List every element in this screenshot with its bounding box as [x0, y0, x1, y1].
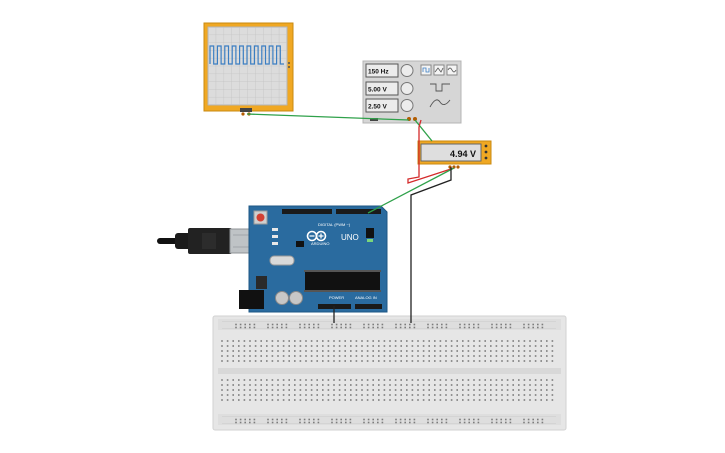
offset-knob[interactable]: [400, 99, 414, 112]
frequency-knob[interactable]: [400, 64, 414, 77]
capacitor-1: [275, 291, 289, 305]
square-wave-preview-icon: [430, 83, 450, 92]
frequency-display[interactable]: [365, 63, 399, 78]
digital-header-left: [282, 209, 332, 214]
capacitor-2: [289, 291, 303, 305]
wire-red[interactable]: [407, 119, 455, 184]
multimeter[interactable]: 4.94 V: [417, 140, 492, 169]
voltage-regulator: [256, 276, 267, 289]
function-generator-terminal-negative[interactable]: [413, 117, 417, 121]
usb-cable: [157, 228, 265, 254]
analog-header: [355, 304, 382, 309]
wire-green-arduino[interactable]: [367, 167, 455, 214]
oscilloscope-waveform: [209, 45, 284, 65]
led-tx: [272, 235, 278, 238]
arduino-brand-text: ARDUINO: [311, 241, 329, 246]
amplitude-value: 5.00 V: [368, 87, 387, 94]
wire-black-meter[interactable]: [410, 167, 452, 323]
offset-value: 2.50 V: [368, 104, 387, 111]
analog-header-label: ANALOG IN: [355, 295, 377, 300]
arduino-uno-board[interactable]: DIGITAL (PWM ~) ARDUINO UNO: [157, 205, 388, 313]
reset-button[interactable]: [256, 213, 265, 222]
oscilloscope[interactable]: [203, 22, 294, 116]
power-jack: [239, 290, 264, 309]
amplitude-display[interactable]: [365, 81, 399, 96]
multimeter-terminal-a[interactable]: [456, 165, 460, 169]
breadboard[interactable]: [212, 315, 567, 431]
sine-wave-preview-icon: [429, 99, 451, 108]
amplitude-knob[interactable]: [400, 82, 414, 95]
frequency-value: 150 Hz: [368, 69, 389, 76]
offset-display[interactable]: [365, 98, 399, 113]
wires: [246, 113, 455, 323]
arduino-logo-icon: [306, 230, 327, 242]
digital-header-right: [336, 209, 381, 214]
wire-green-generator-to-meter[interactable]: [414, 119, 433, 142]
crystal: [269, 255, 295, 266]
wire-green-scope[interactable]: [246, 113, 410, 121]
oscilloscope-terminals[interactable]: [240, 108, 252, 112]
power-header-label: POWER: [329, 295, 344, 300]
multimeter-reading: 4.94 V: [450, 149, 476, 159]
led-l: [272, 228, 278, 231]
square-wave-icon: [422, 67, 430, 73]
breadboard-holes: [221, 323, 554, 424]
digital-header-label: DIGITAL (PWM ~): [318, 222, 351, 227]
atmega-chip: [305, 272, 380, 290]
led-rx: [272, 242, 278, 245]
sine-wave-icon: [447, 67, 457, 73]
led-on: [367, 239, 373, 242]
arduino-model-text: UNO: [341, 233, 359, 242]
function-generator[interactable]: 150 Hz 5.00 V 2.50 V: [362, 60, 462, 124]
triangle-wave-icon: [434, 67, 444, 73]
